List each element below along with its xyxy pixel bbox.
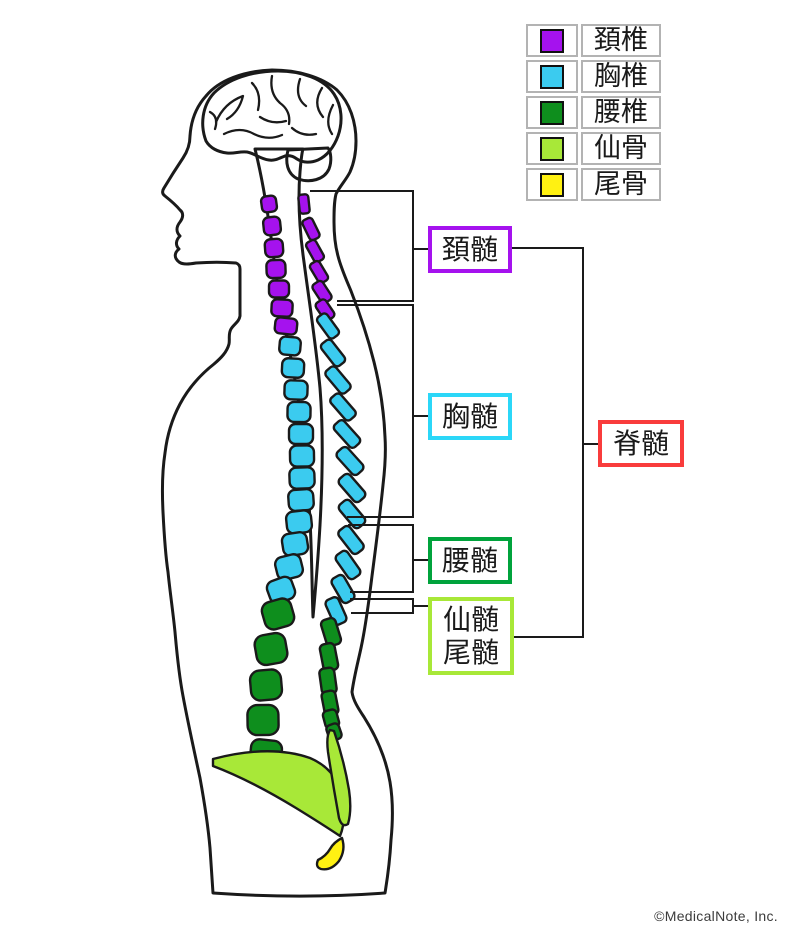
vertebra: [287, 487, 315, 513]
vertebra: [263, 237, 285, 259]
bracket-thoracic: [337, 304, 414, 518]
vertebra: [253, 631, 289, 667]
vertebra: [308, 259, 330, 285]
bracket-lumbar: [348, 524, 414, 593]
bracket-sacral: [350, 598, 414, 614]
leader-lines: [310, 190, 600, 638]
legend-label-sacrum: 仙骨: [581, 132, 661, 165]
lumbar-cord-label: 腰髄: [428, 537, 512, 584]
vertebra: [301, 216, 321, 242]
legend-table: 頚椎 胸椎 腰椎 仙骨 尾骨: [523, 21, 664, 204]
vertebra: [270, 298, 294, 318]
legend-row-sacrum: 仙骨: [526, 132, 661, 165]
cervical-cord-label: 頚髄: [428, 226, 512, 273]
cerebrum: [201, 69, 343, 164]
vertebra: [287, 422, 315, 446]
vertebra: [329, 392, 357, 422]
bracket-cervical: [310, 190, 414, 302]
vertebra: [286, 400, 312, 424]
spinal-cord-label: 脊髄: [598, 420, 684, 467]
vertebra: [332, 419, 362, 449]
vertebra: [334, 549, 362, 581]
legend-row-thoracic: 胸椎: [526, 60, 661, 93]
sacrum-swatch: [540, 136, 564, 161]
thoracic-cord-label: 胸髄: [428, 393, 512, 440]
thoracic-swatch: [540, 64, 564, 89]
sacral-cord-line1: 仙髄: [442, 604, 499, 635]
cervical-vertebral-bodies: [259, 194, 299, 336]
vertebra: [265, 258, 287, 280]
vertebra: [273, 553, 305, 581]
coccyx-swatch: [540, 172, 564, 197]
bracket-spinal: [512, 247, 584, 638]
vertebra: [330, 573, 356, 605]
vertebra: [260, 597, 296, 631]
lumbar-spinous-processes: [318, 616, 343, 742]
vertebra: [335, 445, 365, 477]
vertebra: [315, 312, 341, 340]
vertebra: [246, 703, 280, 737]
brain-gyri: [208, 74, 335, 139]
vertebra: [297, 193, 311, 215]
legend-label-cervical: 頚椎: [581, 24, 661, 57]
vertebra: [319, 338, 347, 368]
thoracic-vertebral-bodies: [265, 335, 316, 605]
vertebra: [311, 279, 333, 305]
lumbar-swatch: [540, 100, 564, 125]
sacral-coccygeal-cord-label: 仙髄 尾髄: [428, 597, 514, 675]
vertebra: [283, 379, 309, 401]
sacrum-crest: [326, 728, 352, 827]
coccygeal-cord-line2: 尾髄: [442, 637, 499, 668]
sacrum-body: [211, 750, 346, 838]
vertebra: [337, 472, 367, 504]
legend-label-lumbar: 腰椎: [581, 96, 661, 129]
vertebra: [273, 316, 299, 336]
vertebral-column: [246, 193, 367, 768]
legend-label-coccyx: 尾骨: [581, 168, 661, 201]
body-outline: [160, 68, 394, 898]
vertebra: [261, 215, 283, 237]
cerebellum: [285, 146, 333, 183]
legend-label-thoracic: 胸椎: [581, 60, 661, 93]
vertebra: [324, 596, 348, 626]
legend: 頚椎 胸椎 腰椎 仙骨 尾骨: [523, 21, 664, 204]
vertebra: [288, 466, 316, 490]
coccyx: [315, 836, 345, 871]
cervical-swatch: [540, 28, 564, 53]
vertebra: [288, 444, 316, 468]
vertebra: [280, 530, 310, 558]
copyright-text: ©MedicalNote, Inc.: [654, 908, 778, 924]
legend-row-lumbar: 腰椎: [526, 96, 661, 129]
legend-row-coccyx: 尾骨: [526, 168, 661, 201]
vertebra: [259, 194, 279, 214]
cervical-spinous-processes: [297, 193, 336, 322]
vertebra: [280, 357, 306, 379]
thoracic-spinous-processes: [315, 312, 367, 626]
vertebra: [304, 238, 326, 264]
vertebra: [278, 335, 302, 357]
vertebra: [248, 668, 284, 702]
lumbar-vertebral-bodies: [246, 597, 296, 768]
vertebra: [267, 279, 291, 299]
vertebra: [324, 365, 352, 395]
vertebra: [337, 524, 365, 556]
vertebra: [284, 509, 314, 535]
legend-row-cervical: 頚椎: [526, 24, 661, 57]
